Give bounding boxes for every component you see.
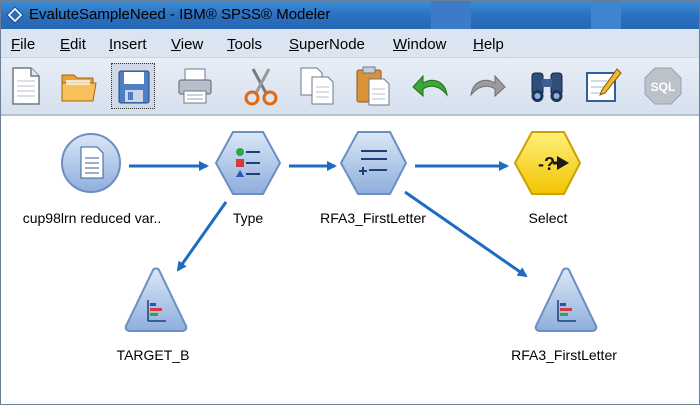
new-stream-button[interactable] [3, 63, 47, 109]
data-file-icon [80, 146, 104, 179]
menu-help-mnemonic: H [473, 36, 484, 53]
undo-button[interactable] [409, 63, 453, 109]
menu-bar: File Edit Insert View Tools SuperNode Wi… [1, 29, 699, 58]
link-type-to-target-b[interactable] [176, 201, 228, 272]
sql-preview-button[interactable]: SQL [641, 63, 685, 109]
menu-tools-mnemonic: T [227, 36, 235, 53]
sql-icon-text: SQL [651, 80, 676, 94]
menu-tools-label: ools [234, 36, 263, 53]
menu-window-label: indow [407, 36, 447, 53]
binoculars-icon [531, 72, 563, 102]
node-type[interactable] [214, 131, 282, 195]
printer-icon [178, 68, 212, 104]
redo-icon [470, 74, 506, 98]
title-bar-background-block [591, 1, 621, 29]
menu-insert-mnemonic: I [109, 36, 114, 53]
menu-window-mnemonic: W [393, 36, 408, 53]
distribution-icon [147, 300, 166, 322]
svg-text:-?: -? [538, 154, 555, 174]
menu-file-mnemonic: F [11, 36, 21, 53]
open-button[interactable] [57, 63, 101, 109]
copy-icon [300, 67, 334, 105]
node-distribution-rfa3[interactable] [534, 267, 598, 332]
window-title: EvaluteSampleNeed - IBM® SPSS® Modeler [29, 6, 331, 23]
menu-window[interactable]: Window [393, 36, 446, 53]
menu-insert-label: nsert [113, 36, 147, 53]
node-distribution-target-b[interactable] [124, 267, 188, 332]
edit-annotation-icon [586, 68, 622, 102]
menu-view[interactable]: View [171, 36, 203, 53]
stream-diagram: -? [61, 131, 598, 332]
menu-file[interactable]: File [11, 36, 35, 53]
toolbar: SQL [1, 58, 699, 116]
save-disk-icon [118, 70, 150, 104]
title-bar: EvaluteSampleNeed - IBM® SPSS® Modeler [1, 1, 699, 29]
menu-edit-mnemonic: E [60, 36, 71, 53]
menu-supernode[interactable]: SuperNode [289, 36, 365, 53]
save-button[interactable] [111, 63, 155, 109]
title-bar-background-block [431, 1, 471, 29]
type-fields-icon [236, 148, 260, 177]
node-select[interactable]: -? [513, 131, 582, 195]
print-button[interactable] [173, 63, 217, 109]
app-icon [6, 6, 24, 24]
menu-file-label: ile [20, 36, 36, 53]
menu-help[interactable]: Help [473, 36, 504, 53]
node-label-derive: RFA3_FirstLetter [320, 210, 426, 226]
node-label-rfa3: RFA3_FirstLetter [511, 347, 617, 363]
menu-insert[interactable]: Insert [109, 36, 147, 53]
menu-edit[interactable]: Edit [60, 36, 86, 53]
menu-supernode-mnemonic: S [289, 36, 300, 53]
paste-button[interactable] [351, 63, 395, 109]
link-derive-to-rfa3[interactable] [404, 190, 528, 278]
undo-icon [412, 74, 448, 98]
node-derive[interactable] [339, 131, 408, 195]
menu-view-label: iew [180, 36, 204, 53]
scissors-icon [244, 68, 278, 106]
node-label-target-b: TARGET_B [116, 347, 190, 363]
menu-help-label: elp [483, 36, 504, 53]
node-label-type: Type [232, 210, 264, 226]
menu-tools[interactable]: Tools [227, 36, 262, 53]
copy-button[interactable] [295, 63, 339, 109]
select-icon: -? [538, 154, 569, 174]
menu-edit-label: dit [70, 36, 86, 53]
redo-button[interactable] [465, 63, 509, 109]
node-source[interactable] [61, 133, 121, 193]
paste-icon [356, 66, 390, 106]
new-document-icon [12, 67, 40, 105]
cut-button[interactable] [239, 63, 283, 109]
sql-icon: SQL [644, 67, 682, 105]
open-folder-icon [61, 74, 97, 102]
menu-view-mnemonic: V [171, 36, 181, 53]
menu-supernode-label: uperNode [299, 36, 365, 53]
find-button[interactable] [525, 63, 569, 109]
derive-icon [359, 150, 387, 175]
distribution-icon [557, 300, 576, 322]
node-label-source: cup98lrn reduced var.. [22, 210, 162, 226]
stream-canvas[interactable]: -? [1, 118, 699, 404]
annotation-button[interactable] [581, 63, 625, 109]
node-label-select: Select [528, 210, 568, 226]
